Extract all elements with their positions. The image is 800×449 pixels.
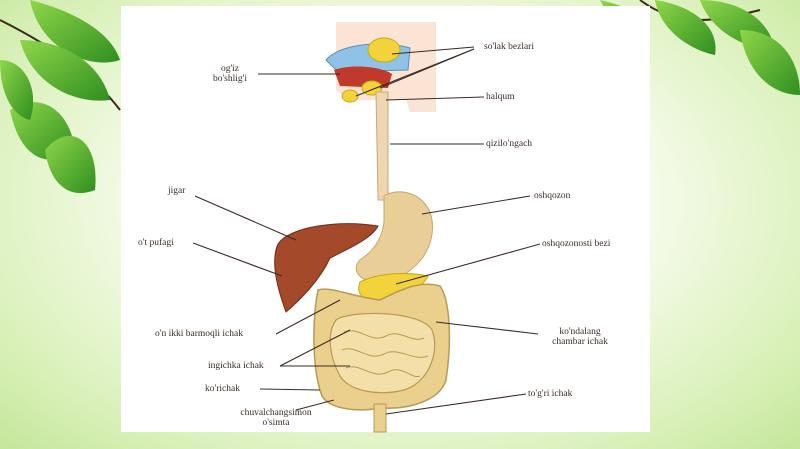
label-rectum: to'g'ri ichak: [528, 389, 573, 399]
label-small-intestine: ingichka ichak: [208, 361, 264, 371]
label-gallbladder: o't pufagi: [138, 238, 174, 248]
small-intestine-shape: [329, 312, 436, 394]
pointer-lines: [192, 46, 541, 415]
label-mouth-line2: bo'shlig'i: [212, 74, 248, 84]
label-transverse-colon-line1: ko'ndalang: [559, 327, 601, 337]
label-esophagus: qizilo'ngach: [486, 139, 533, 149]
label-transverse-colon-line2: chambar ichak: [552, 337, 608, 347]
label-appendix: chuvalchangsimon o'simta: [236, 408, 316, 428]
label-mouth-line1: og'iz: [220, 64, 240, 74]
intestine-coils: [341, 330, 429, 378]
label-liver: jigar: [168, 186, 186, 196]
salivary-gland-upper: [367, 37, 401, 63]
label-pharynx: halqum: [486, 92, 515, 102]
label-appendix-line1: chuvalchangsimon: [240, 408, 312, 418]
label-duodenum: o'n ikki barmoqli ichak: [155, 329, 243, 339]
label-pancreas: oshqozonosti bezi: [542, 239, 611, 249]
label-appendix-line2: o'simta: [262, 418, 290, 428]
salivary-gland-small: [341, 89, 359, 103]
label-mouth-cavity: og'iz bo'shlig'i: [200, 64, 260, 84]
liver-shape: [274, 223, 379, 313]
label-stomach: oshqozon: [534, 191, 571, 201]
rectum-shape: [373, 403, 387, 433]
esophagus-tube: [375, 91, 389, 201]
label-cecum: ko'richak: [205, 384, 240, 394]
leaf-cluster-left: [0, 0, 121, 194]
label-salivary-glands: so'lak bezlari: [484, 42, 534, 52]
label-transverse-colon: ko'ndalang chambar ichak: [540, 327, 620, 347]
